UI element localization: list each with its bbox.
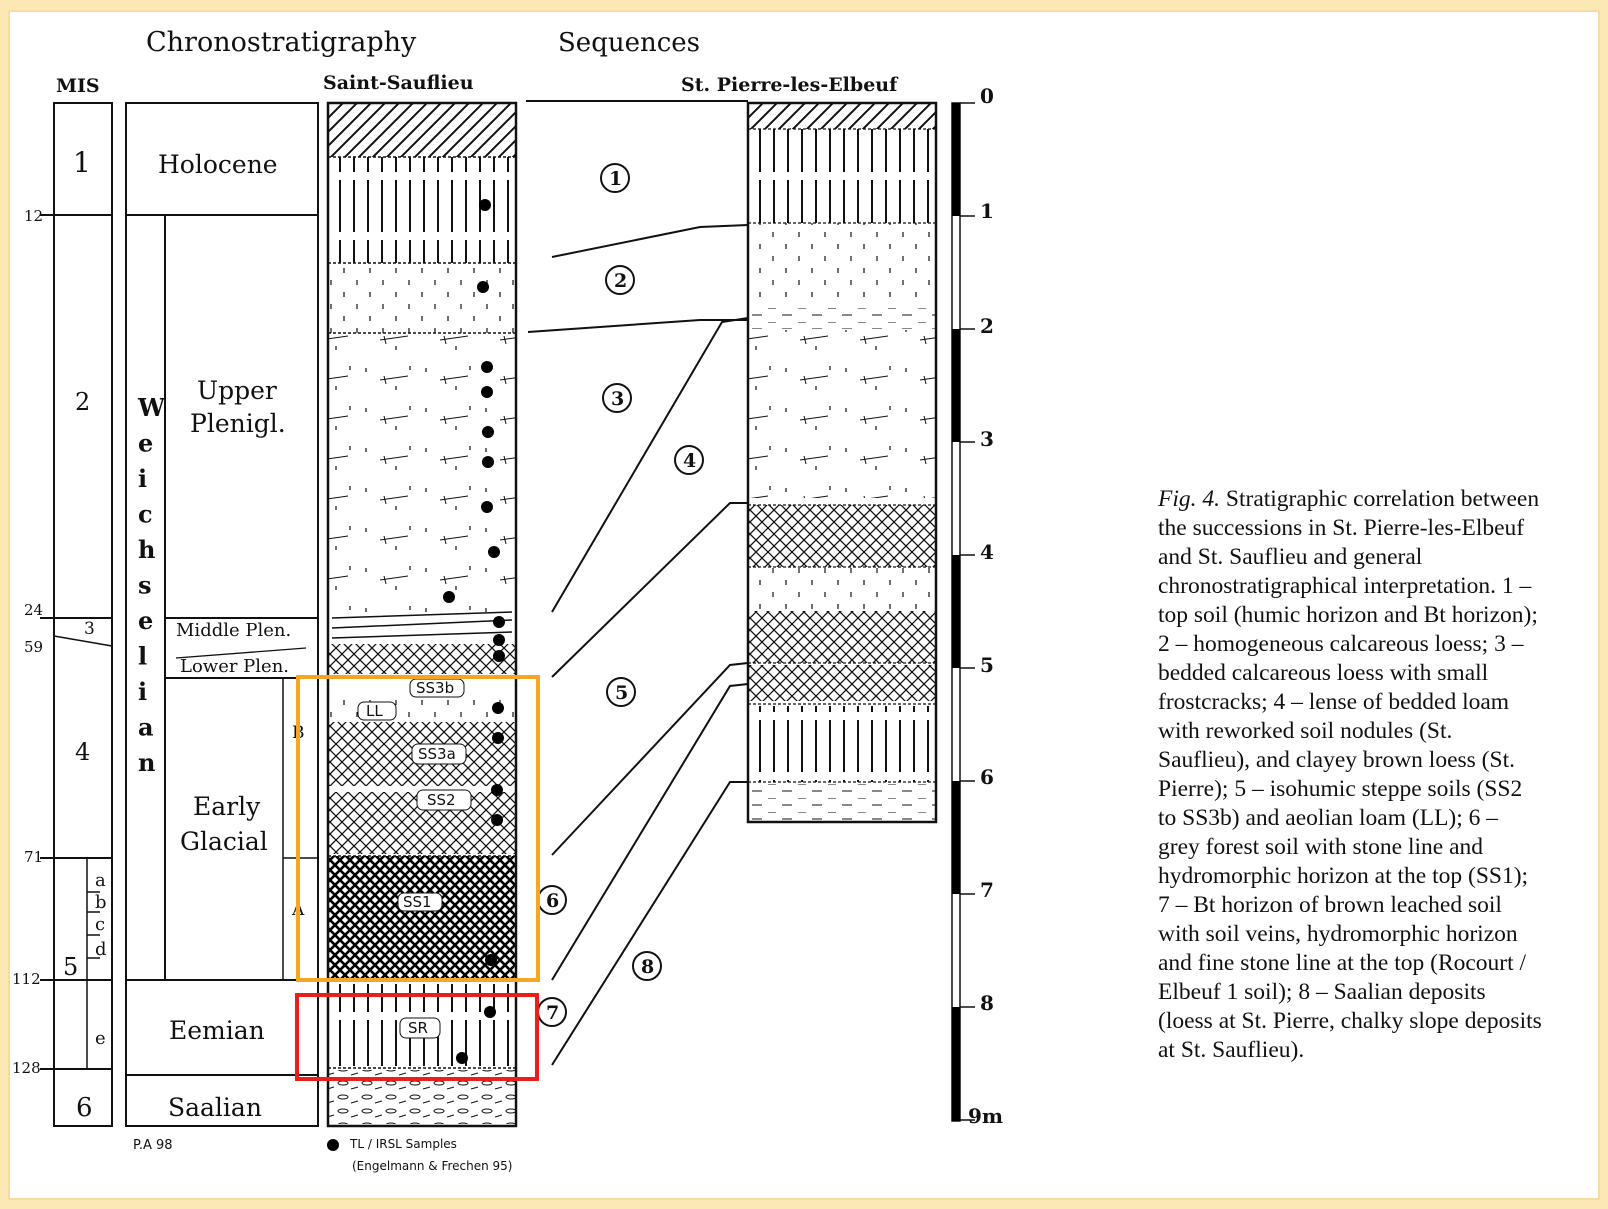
- depth-1: 1: [980, 199, 994, 223]
- weichselian-letter: e: [138, 606, 153, 635]
- caption-fig-label: Fig. 4.: [1158, 486, 1221, 512]
- chrono-early-glacial-line2: Glacial: [180, 827, 268, 856]
- mis-age-12: 12: [24, 207, 43, 225]
- depth-3: 3: [980, 427, 994, 451]
- sequence-6: 6: [546, 890, 559, 912]
- chrono-middle-plen: Middle Plen.: [176, 620, 291, 641]
- depth-2: 2: [980, 314, 994, 338]
- soil-label-ss3a: SS3a: [418, 745, 456, 763]
- soil-label-ss3b: SS3b: [416, 679, 454, 697]
- weichselian-letter: a: [138, 713, 154, 742]
- sequence-5: 5: [615, 682, 628, 704]
- weichselian-letter: W: [137, 393, 166, 422]
- samples-legend-line1: TL / IRSL Samples: [349, 1137, 457, 1151]
- mis-substage-c: c: [95, 914, 105, 935]
- samples-legend-line2: (Engelmann & Frechen 95): [352, 1159, 512, 1173]
- sequence-2: 2: [614, 270, 627, 292]
- soil-label-sr: SR: [408, 1019, 428, 1037]
- weichselian-letter: i: [138, 464, 147, 493]
- depth-9m: 9m: [968, 1104, 1003, 1128]
- mis-age-59: 59: [24, 638, 43, 656]
- header-mis: MIS: [56, 75, 100, 97]
- depth-6: 6: [980, 765, 994, 789]
- mis-age-112: 112: [12, 970, 41, 988]
- sequence-8: 8: [641, 956, 654, 978]
- weichselian-letter: l: [138, 642, 147, 671]
- sequence-4: 4: [683, 450, 696, 472]
- soil-label-ss2: SS2: [427, 791, 456, 809]
- depth-8: 8: [980, 991, 994, 1015]
- chrono-upper-plenigl-line2: Plenigl.: [190, 409, 286, 438]
- mis-substage-a: a: [95, 870, 106, 891]
- header-st-pierre: St. Pierre-les-Elbeuf: [681, 74, 899, 96]
- saint-sauflieu-column: [326, 101, 518, 1128]
- mis-stage-3: 3: [84, 619, 95, 639]
- depth-7: 7: [980, 878, 994, 902]
- header-sequences: Sequences: [558, 28, 700, 58]
- weichselian-letter: n: [138, 748, 155, 777]
- caption-text: Stratigraphic correlation between the su…: [1158, 486, 1542, 1063]
- author-note: P.A 98: [133, 1138, 173, 1153]
- weichselian-letter: s: [138, 571, 152, 600]
- mis-substage-e: e: [95, 1028, 106, 1049]
- weichselian-letter: e: [138, 429, 153, 458]
- mis-stage-4: 4: [75, 738, 90, 766]
- depth-5: 5: [980, 653, 994, 677]
- mis-stage-6: 6: [76, 1093, 93, 1123]
- mis-substage-d: d: [95, 939, 107, 960]
- chrono-column: Holocene Upper Plenigl. Middle Plen. Low…: [125, 102, 319, 1127]
- mis-stage-1: 1: [73, 146, 91, 179]
- chrono-lower-plen: Lower Plen.: [180, 656, 289, 677]
- mis-stage-5: 5: [63, 953, 78, 981]
- mis-age-128: 128: [12, 1059, 41, 1077]
- st-pierre-column: [746, 101, 938, 824]
- depth-4: 4: [980, 540, 994, 564]
- sequence-3: 3: [611, 388, 624, 410]
- chrono-upper-plenigl-line1: Upper: [197, 376, 277, 405]
- mis-age-24: 24: [24, 601, 43, 619]
- mis-age-71: 71: [24, 848, 43, 866]
- correlation-lines: [526, 100, 749, 1066]
- header-chronostratigraphy: Chronostratigraphy: [146, 27, 417, 58]
- depth-0: 0: [980, 84, 994, 108]
- mis-substage-b: b: [95, 892, 107, 913]
- sequence-1: 1: [609, 168, 622, 190]
- chrono-early-glacial-line1: Early: [193, 792, 261, 821]
- sequence-7: 7: [546, 1002, 559, 1024]
- orange-highlight-box: [296, 675, 540, 982]
- mis-stage-2: 2: [75, 388, 90, 416]
- chrono-eemian: Eemian: [169, 1016, 265, 1045]
- weichselian-letter: c: [138, 500, 153, 529]
- weichselian-letter: i: [138, 677, 147, 706]
- chrono-saalian: Saalian: [168, 1093, 262, 1122]
- red-highlight-box: [295, 993, 539, 1081]
- soil-label-ss1: SS1: [403, 893, 432, 911]
- header-saint-sauflieu: Saint-Sauflieu: [323, 72, 474, 94]
- figure-caption: Fig. 4. Stratigraphic correlation betwee…: [1158, 485, 1543, 1065]
- depth-scale: 0 1 2 3 4 5 6 7 8 9m: [951, 84, 1003, 1128]
- mis-column: 1 2 3 4 5 6 a b c d e 12 24 59 71 112 12…: [12, 102, 113, 1127]
- weichselian-letter: h: [138, 535, 155, 564]
- sample-dot-legend-icon: [327, 1139, 339, 1151]
- chrono-holocene: Holocene: [158, 150, 278, 179]
- soil-label-ll: LL: [366, 702, 383, 720]
